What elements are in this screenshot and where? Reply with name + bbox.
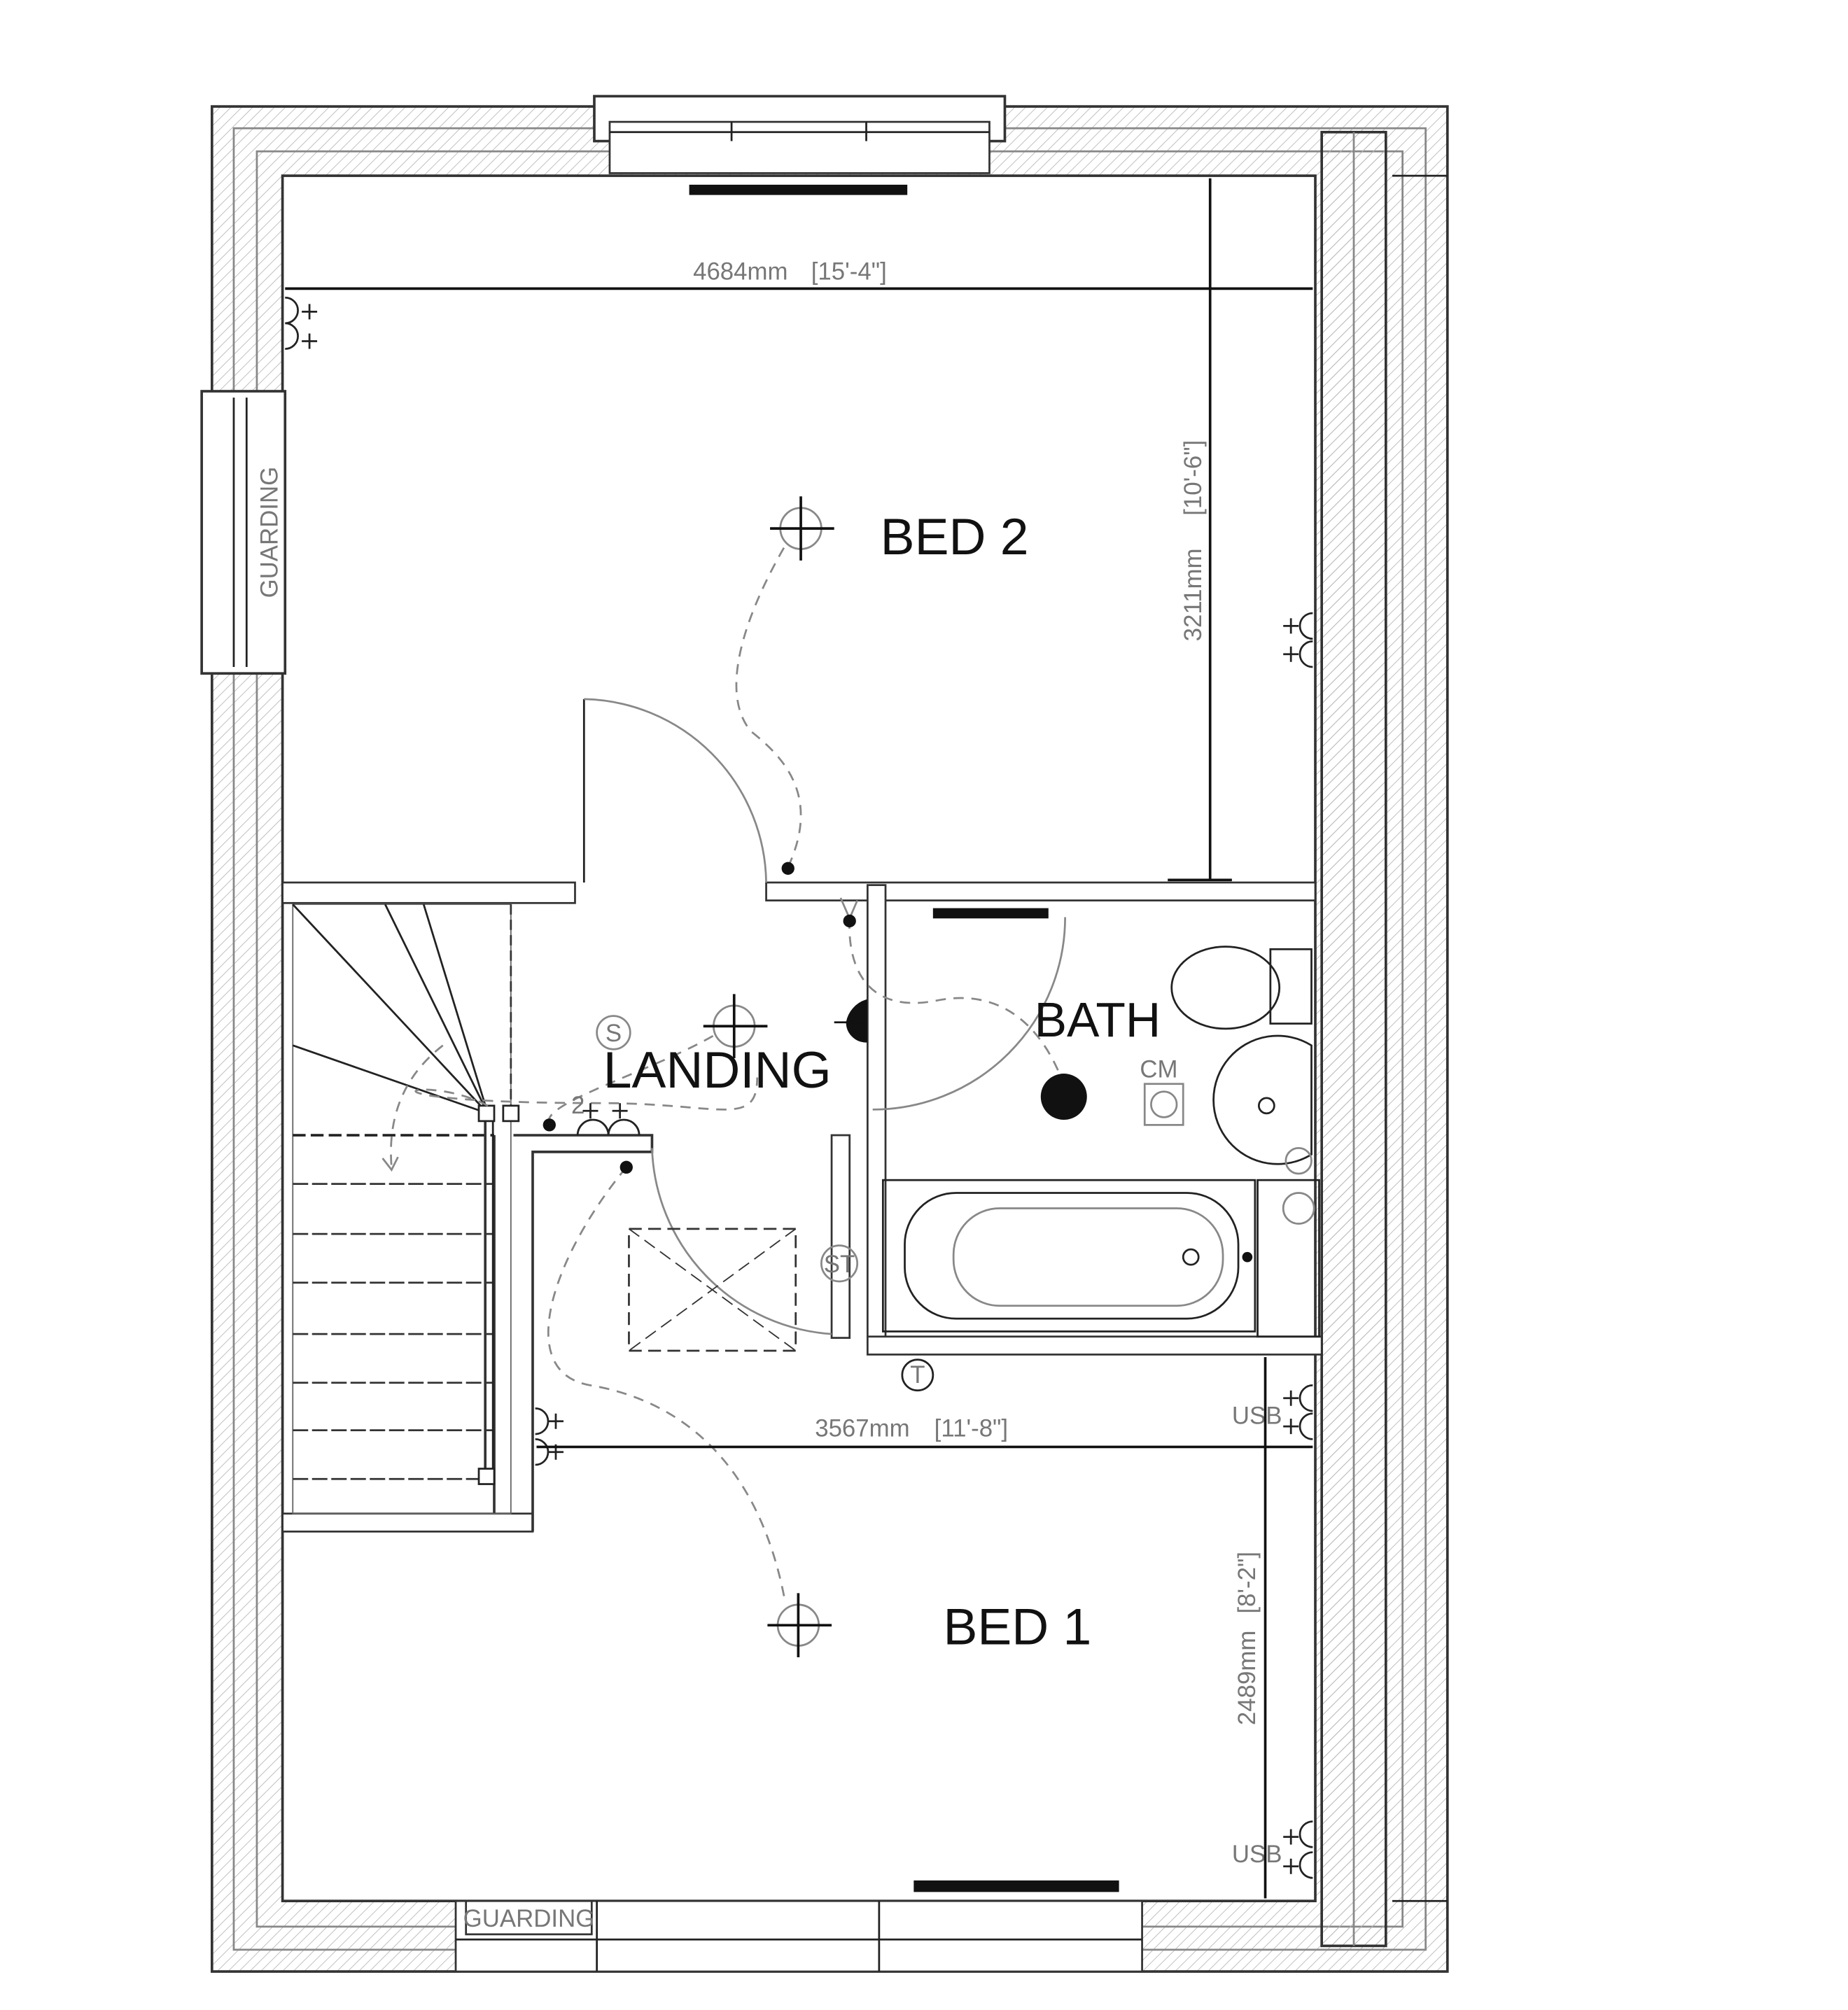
dim-text: 3211mm: [1180, 549, 1207, 642]
room-label-bath: BATH: [1035, 992, 1161, 1047]
dimension-bed2-width: 4684mm [15'-4"]: [285, 258, 1313, 290]
window-left: GUARDING: [200, 390, 287, 675]
bath-light-icon: [1040, 1074, 1087, 1120]
bathtub: [881, 1179, 1256, 1333]
switch-icon: [542, 1118, 556, 1132]
dim-text: [15'-4"]: [811, 258, 887, 286]
toilet: [1170, 946, 1312, 1030]
room-label-landing: LANDING: [603, 1041, 832, 1099]
wall-light-icon: [834, 999, 867, 1043]
cm-label: CM: [1140, 1056, 1177, 1083]
extractor-fan-icon: CM: [1140, 1056, 1184, 1126]
dim-text: [8'-2"]: [1233, 1552, 1261, 1614]
guarding-label-bottom: GUARDING: [463, 1905, 595, 1932]
basin: [1212, 1034, 1312, 1175]
switch-count: 2: [571, 1092, 584, 1119]
ceiling-light-icon: [770, 496, 834, 561]
room-label-bed1: BED 1: [943, 1598, 1091, 1656]
storage-icon: ST: [820, 1244, 859, 1283]
guarding-label-left: GUARDING: [255, 467, 283, 598]
room-label-bed2: BED 2: [881, 508, 1029, 565]
loft-hatch: [628, 1228, 797, 1352]
wiring: [414, 544, 1061, 1604]
smoke-detector-icon: S: [596, 1015, 631, 1050]
dim-text: [10'-6"]: [1180, 440, 1207, 516]
ceiling-light-icon: [703, 994, 768, 1059]
dimension-bed2-depth: 3211mm [10'-6"]: [1168, 178, 1232, 882]
window-bottom: GUARDING: [454, 1899, 1143, 1973]
shower-cabinet: [1256, 1179, 1320, 1338]
staircase: [292, 904, 520, 1514]
radiator-bed2: [689, 184, 908, 195]
switch-icon: [781, 862, 794, 875]
dimension-bed1-depth: 2489mm [8'-2"]: [1233, 1357, 1267, 1899]
thermostat-icon: T: [901, 1358, 934, 1392]
dim-text: 3567mm: [815, 1415, 909, 1442]
storage-label: ST: [824, 1251, 855, 1278]
internal-walls: [281, 881, 1323, 1533]
door-bed2: [582, 698, 767, 883]
ceiling-light-icon: [767, 1593, 832, 1657]
smoke-label: S: [606, 1020, 622, 1047]
dim-text: [11'-8"]: [934, 1415, 1008, 1442]
window-top: [593, 94, 1007, 174]
switch-icon: [620, 1160, 633, 1174]
thermostat-label: T: [910, 1361, 925, 1389]
door-bed1: [651, 1148, 832, 1335]
usb-label-lower: USB: [1232, 1841, 1282, 1868]
radiator-bed1: [913, 1880, 1119, 1892]
door-bath: [872, 917, 1066, 1111]
usb-label-upper: USB: [1232, 1402, 1282, 1429]
radiator-bath: [932, 908, 1049, 919]
dim-text: 4684mm: [693, 258, 788, 286]
dim-text: 2489mm: [1233, 1631, 1261, 1725]
switch-icon: [843, 914, 856, 928]
dimension-bed1-width: 3567mm [11'-8"]: [536, 1415, 1313, 1449]
socket-icon: [285, 296, 1313, 1879]
external-walls: [210, 105, 1449, 1973]
